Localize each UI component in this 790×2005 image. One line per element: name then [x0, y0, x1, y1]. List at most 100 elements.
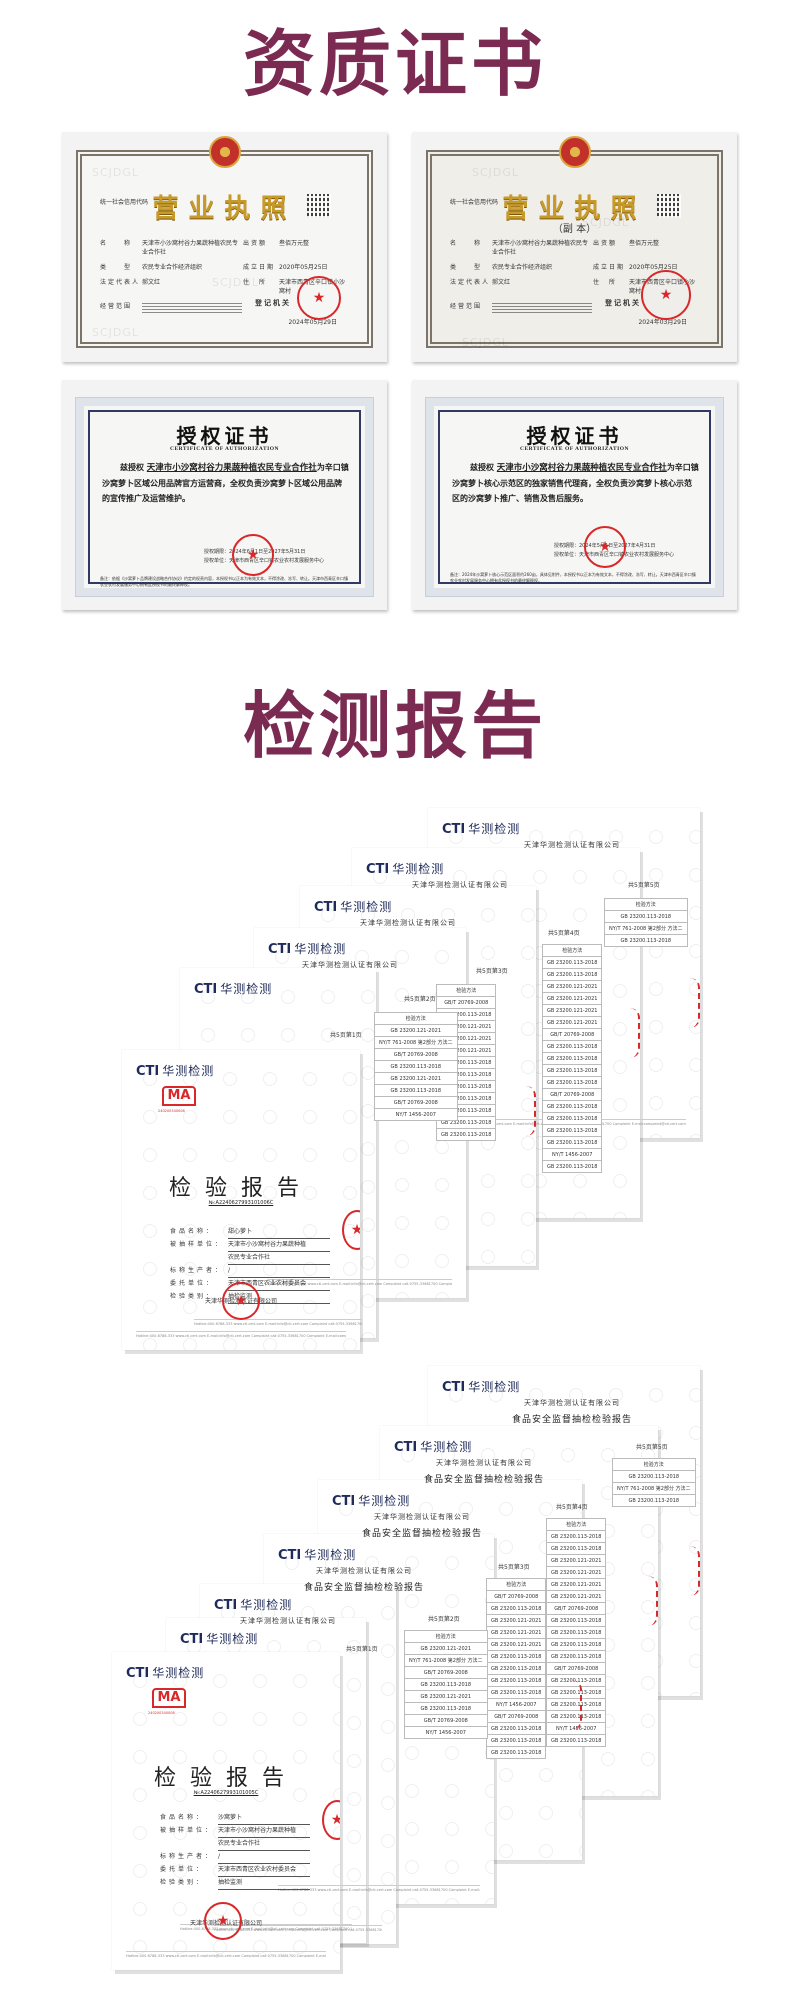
credit-code-label: 统一社会信用代码 [450, 199, 499, 206]
certificate-frame: 授权证书 CERTIFICATE OF AUTHORIZATION 兹授权 天津… [425, 397, 724, 597]
perforation-seal-icon [690, 978, 700, 1028]
qr-code-icon [657, 194, 681, 218]
business-license-copy: SCJDGL SCJDGL SCJDGL 统一社会信用代码 营业执照 （副 本）… [412, 132, 737, 362]
field-value: 抽检监测 [218, 1877, 310, 1890]
cma-number: 240200340008 [158, 1109, 185, 1113]
field-value: 天津市西青区农业农村委员会 [218, 1864, 310, 1877]
page-number: 共5页第1页 [330, 1032, 362, 1039]
field-label: 检验类别： [170, 1293, 216, 1300]
lab-company-name: 天津华测检测认证有限公司 [524, 1399, 620, 1407]
reports-section-title: 检测报告 [242, 684, 547, 768]
cma-number: 240200340008 [148, 1711, 175, 1715]
certificate-title: 授权证书 [176, 424, 273, 448]
certificate-note: 备注：依据《沙窝萝卜品牌建设战略合作协议》约定的权责内容，本授权书以正本为有效文… [100, 576, 348, 587]
page-footer: Hotline:400-6788-333 www.cti-cert.com E-… [278, 1885, 480, 1892]
field-label: 被抽样单位： [170, 1241, 225, 1248]
report-subtitle: 食品安全监督抽检检验报告 [304, 1583, 425, 1593]
page-number: 共5页第5页 [628, 882, 660, 889]
certificate-title: 授权证书 [526, 424, 623, 448]
grant-text: 为辛口镇沙窝萝卜区域公用品牌官方运营商，全权负责沙窝萝卜区域公用品牌的宣传推广及… [102, 463, 349, 503]
report-title: 检验报告 [153, 1766, 298, 1791]
field-label: 经营范围 [450, 303, 483, 310]
qr-code-icon [307, 194, 331, 218]
page-number: 共5页第5页 [636, 1444, 668, 1451]
perforation-seal-icon [648, 1576, 658, 1626]
perforation-seal-icon [322, 1800, 340, 1840]
page-footer: Hotline:400-6788-333 www.cti-cert.com E-… [126, 1951, 326, 1958]
method-table: 检验方法 GB 23200.113-2018 NY/T 761-2008 第2部… [604, 898, 688, 947]
field-label: 住 所 [243, 279, 268, 286]
field-label: 成立日期 [593, 264, 626, 271]
business-scope-text [142, 301, 242, 313]
field-value: 天津市小沙窝村谷力果蔬种植农民专业合作社 [142, 240, 239, 256]
watermark-text: SCJDGL [462, 336, 510, 349]
field-value: 2020年05月25日 [279, 264, 328, 271]
field-label: 法定代表人 [450, 279, 491, 286]
field-value: 叁佰万元整 [629, 240, 660, 247]
issue-date: 2024年05月29日 [288, 319, 337, 326]
field-value: 农民专业合作社 [228, 1252, 330, 1265]
lab-company-name: 天津华测检测认证有限公司 [412, 881, 508, 889]
license-frame: SCJDGL SCJDGL SCJDGL 统一社会信用代码 营业执照 （副 本）… [426, 150, 723, 349]
field-label: 被抽样单位： [160, 1827, 215, 1834]
certificate-title-en: CERTIFICATE OF AUTHORIZATION [519, 446, 630, 452]
field-label: 住 所 [593, 279, 618, 286]
field-label: 法定代表人 [100, 279, 141, 286]
field-label: 出资额 [593, 240, 618, 247]
grant-text: 为辛口镇沙窝萝卜核心示范区的独家销售代理商，全权负责沙窝萝卜核心示范区的沙窝萝卜… [452, 463, 699, 503]
report-title: 检验报告 [168, 1176, 313, 1201]
perforation-seal-icon [342, 1210, 360, 1250]
report-number: №:A2240627993101005C [193, 1790, 259, 1796]
report-fields: 食品名称：甜心萝卜 被抽样单位：天津市小沙窝村谷力果蔬种植 农民专业合作社 标称… [170, 1226, 330, 1304]
field-value: 农民专业合作经济组织 [142, 264, 203, 271]
certificates-section-title: 资质证书 [242, 22, 547, 106]
official-seal-icon [641, 270, 691, 320]
page-number: 共5页第3页 [476, 968, 508, 975]
authorization-certificate-brand-operator: 授权证书 CERTIFICATE OF AUTHORIZATION 兹授权 天津… [62, 380, 387, 610]
grantee-org: 天津市小沙窝村谷力果蔬种植农民专业合作社 [496, 463, 667, 473]
field-value: 天津市小沙窝村谷力果蔬种植农民专业合作社 [492, 240, 589, 256]
lab-company-name: 天津华测检测认证有限公司 [360, 919, 456, 927]
license-subtitle: （副 本） [552, 224, 597, 235]
field-label: 经营范围 [100, 303, 133, 310]
field-label: 类 型 [100, 264, 133, 271]
field-label: 类 型 [450, 264, 483, 271]
page-footer: Hotline:400-6788-333 www.cti-cert.com E-… [136, 1331, 346, 1338]
official-seal-icon [584, 526, 626, 568]
watermark-text: SCJDGL [92, 326, 140, 339]
field-label: 成立日期 [243, 264, 276, 271]
report-fields: 食品名称：沙窝萝卜 被抽样单位：天津市小沙窝村谷力果蔬种植 农民专业合作社 标称… [160, 1812, 310, 1890]
field-value: / [218, 1851, 310, 1864]
license-title: 营业执照 [152, 194, 297, 224]
business-license-original: SCJDGL SCJDGL SCJDGL 统一社会信用代码 营业执照 名 称天津… [62, 132, 387, 362]
page-number: 共5页第1页 [346, 1646, 378, 1653]
lab-seal-icon [222, 1282, 260, 1320]
official-seal-icon [232, 534, 274, 576]
authorization-certificate-exclusive-agent: 授权证书 CERTIFICATE OF AUTHORIZATION 兹授权 天津… [412, 380, 737, 610]
lab-company-name: 天津华测检测认证有限公司 [316, 1567, 412, 1575]
license-title: 营业执照 [502, 194, 647, 224]
report-number: №:A2240627993101006C [208, 1200, 274, 1206]
certificate-title-en: CERTIFICATE OF AUTHORIZATION [169, 446, 280, 452]
business-scope-text [492, 301, 592, 313]
lab-company-name: 天津华测检测认证有限公司 [436, 1459, 532, 1467]
national-emblem-icon [208, 136, 241, 168]
field-label [170, 1252, 228, 1265]
field-label: 标称生产者： [160, 1853, 215, 1860]
perforation-seal-icon [572, 1680, 582, 1730]
grant-prefix: 兹授权 [470, 463, 494, 472]
field-label: 标称生产者： [170, 1267, 225, 1274]
issuer-label: 登记机关 [255, 299, 291, 307]
watermark-text: SCJDGL [582, 216, 630, 229]
